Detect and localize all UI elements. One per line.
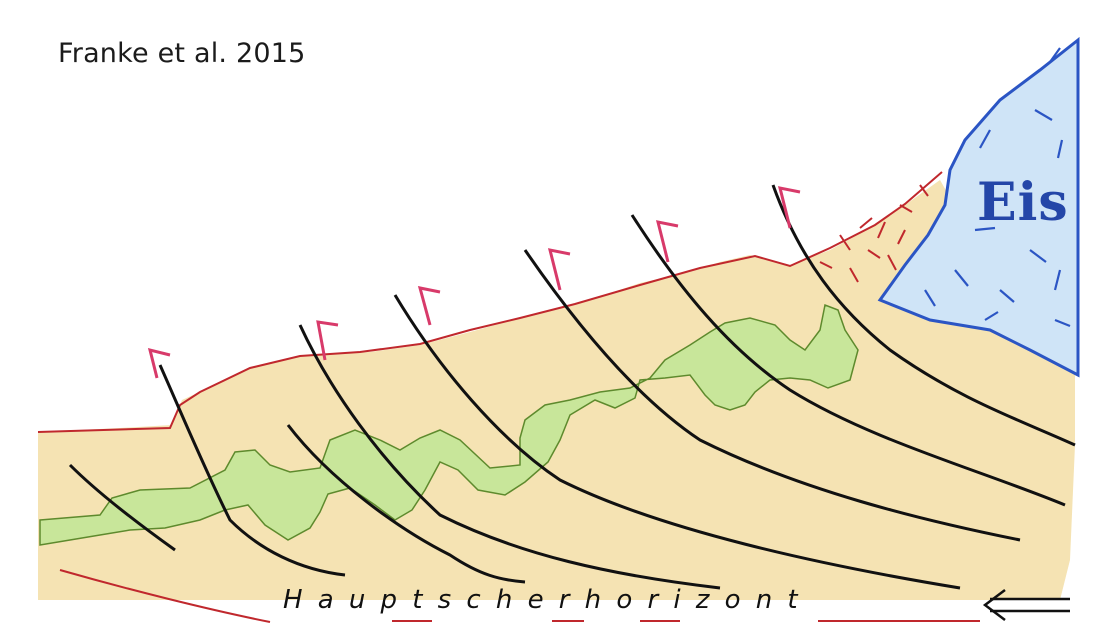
citation: Franke et al. 2015 [58, 38, 306, 69]
sediment-body [38, 180, 1075, 600]
shear-horizon-label: Hauptscherhorizont [283, 585, 813, 615]
thrust-arrow-icon [550, 250, 570, 290]
thrust-arrow-icon [420, 288, 440, 325]
ice-label: Eis [977, 172, 1069, 233]
thrust-arrow-icon [150, 350, 170, 378]
